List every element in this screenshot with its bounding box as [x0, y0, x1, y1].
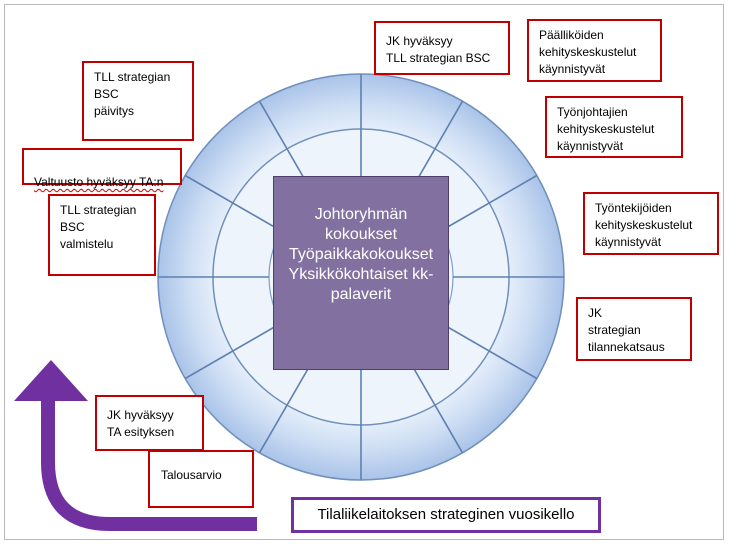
center-line-4: Yksikkökohtaiset kk-	[288, 266, 434, 283]
center-line-3: Työpaikkakokoukset	[288, 246, 434, 263]
callout-council-approval-label: Valtuusto hyväksyy TA:n	[34, 175, 164, 189]
callout-budget: Talousarvio	[148, 450, 254, 508]
callout-tll-strategy-update: TLL strategian BSC päivitys	[82, 61, 194, 141]
callout-jk-approves-strategy: JK hyväksyy TLL strategian BSC	[374, 21, 510, 75]
center-line-5: palaverit	[330, 286, 392, 303]
callout-jk-strategy-status: JK strategian tilannekatsaus	[576, 297, 692, 361]
center-meetings-box: Johtoryhmän kokoukset Työpaikkakokoukset…	[273, 176, 449, 370]
spoke-5	[440, 322, 538, 380]
center-line-1: Johtoryhmän	[314, 206, 408, 223]
callout-jk-approves-budget: JK hyväksyy TA esityksen	[95, 395, 204, 451]
center-line-2: kokoukset	[324, 226, 398, 243]
slide-frame	[4, 4, 724, 540]
callout-manager-discussions: Päälliköiden kehityskeskustelut käynnist…	[527, 19, 662, 82]
month-spokes	[158, 74, 564, 480]
spoke-9	[184, 322, 282, 380]
callout-supervisor-discussions: Työnjohtajien kehityskeskustelut käynnis…	[545, 96, 683, 158]
spoke-8	[258, 356, 316, 454]
callout-council-approval: Valtuusto hyväksyy TA:n	[22, 148, 182, 189]
callout-tll-strategy-prep: TLL strategian BSC valmistelu	[48, 194, 156, 276]
spoke-3	[440, 174, 538, 232]
spoke-11	[184, 174, 282, 232]
spoke-6	[406, 356, 464, 454]
diagram-title: Tilaliikelaitoksen strateginen vuosikell…	[291, 497, 601, 533]
callout-employee-discussions: Työntekijöiden kehityskeskustelut käynni…	[583, 192, 719, 255]
